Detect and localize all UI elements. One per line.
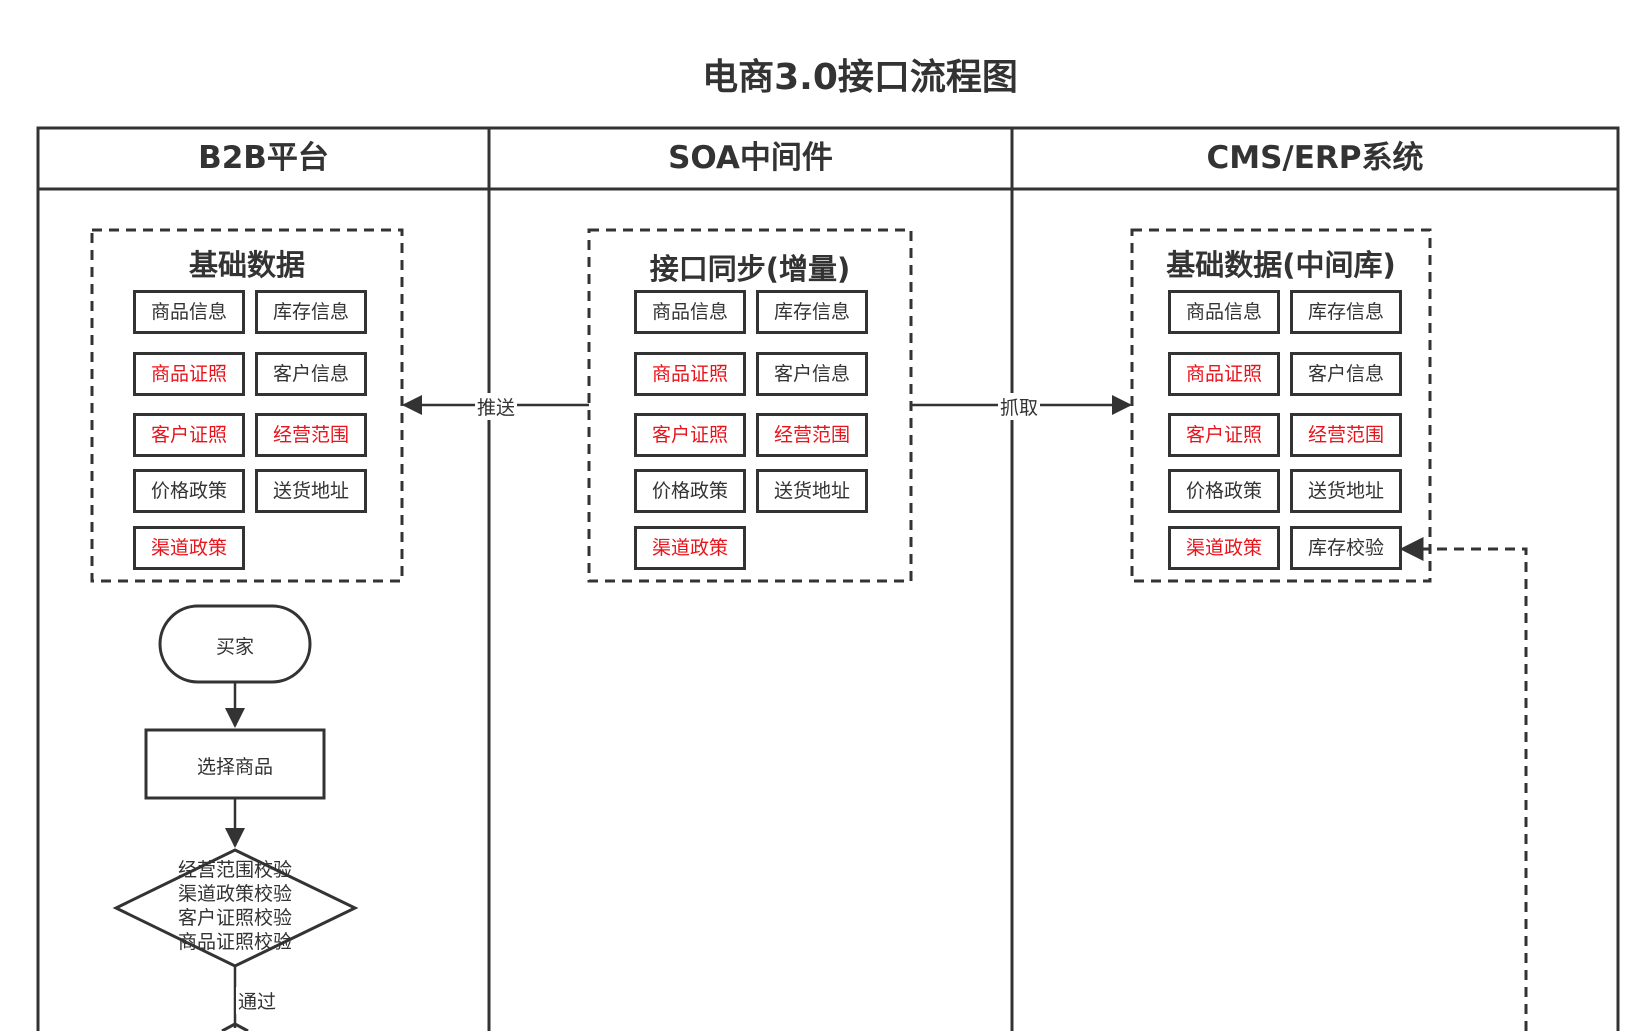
sync-item: 客户信息 (756, 352, 868, 396)
sync-item: 送货地址 (756, 469, 868, 513)
basic-data-item: 库存信息 (255, 290, 367, 334)
swimlane-frame (36, 126, 1620, 1031)
diagram-title: 电商3.0接口流程图 (702, 57, 1018, 98)
basic-data-item: 渠道政策 (133, 526, 245, 570)
basic-data-item: 商品信息 (133, 290, 245, 334)
group-title-middle-db: 基础数据(中间库) (1166, 248, 1396, 282)
sync-item: 库存信息 (756, 290, 868, 334)
middle-db-item: 送货地址 (1290, 469, 1402, 513)
group-container-middle-db (1130, 228, 1432, 583)
sync-item: 经营范围 (756, 413, 868, 457)
stock-check-feedback-arrow (1399, 537, 1528, 1031)
basic-data-item: 客户信息 (255, 352, 367, 396)
select-goods-label: 选择商品 (196, 756, 273, 778)
sync-item: 商品信息 (634, 290, 746, 334)
middle-db-item: 客户证照 (1168, 413, 1280, 457)
middle-db-item: 商品信息 (1168, 290, 1280, 334)
basic-data-item: 客户证照 (133, 413, 245, 457)
lane-title-b2b: B2B平台 (198, 140, 329, 176)
check-line: 商品证照校验 (177, 931, 292, 953)
sync-item: 商品证照 (634, 352, 746, 396)
middle-db-item: 渠道政策 (1168, 526, 1280, 570)
middle-db-item-stock-check: 库存校验 (1290, 526, 1402, 570)
sync-item: 客户证照 (634, 413, 746, 457)
middle-db-item: 客户信息 (1290, 352, 1402, 396)
next-decision-diamond-top (221, 1022, 249, 1031)
basic-data-item: 价格政策 (133, 469, 245, 513)
check-decision-text: 经营范围校验 渠道政策校验 客户证照校验 商品证照校验 (120, 858, 350, 954)
middle-db-item: 经营范围 (1290, 413, 1402, 457)
check-line: 经营范围校验 (177, 859, 292, 881)
sync-item: 价格政策 (634, 469, 746, 513)
check-line: 渠道政策校验 (177, 883, 292, 905)
pass-label: 通过 (236, 987, 279, 1014)
basic-data-item: 商品证照 (133, 352, 245, 396)
buyer-label: 买家 (215, 636, 254, 658)
sync-item: 渠道政策 (634, 526, 746, 570)
push-label: 推送 (475, 393, 518, 420)
middle-db-item: 库存信息 (1290, 290, 1402, 334)
basic-data-item: 经营范围 (255, 413, 367, 457)
group-title-interface-sync: 接口同步(增量) (649, 252, 851, 286)
middle-db-item: 商品证照 (1168, 352, 1280, 396)
basic-data-item: 送货地址 (255, 469, 367, 513)
lane-title-cms-erp: CMS/ERP系统 (1206, 140, 1424, 176)
group-title-basic-data: 基础数据 (188, 248, 305, 282)
fetch-label: 抓取 (998, 393, 1041, 420)
check-line: 客户证照校验 (177, 907, 292, 929)
lane-title-soa: SOA中间件 (668, 140, 833, 176)
middle-db-item: 价格政策 (1168, 469, 1280, 513)
